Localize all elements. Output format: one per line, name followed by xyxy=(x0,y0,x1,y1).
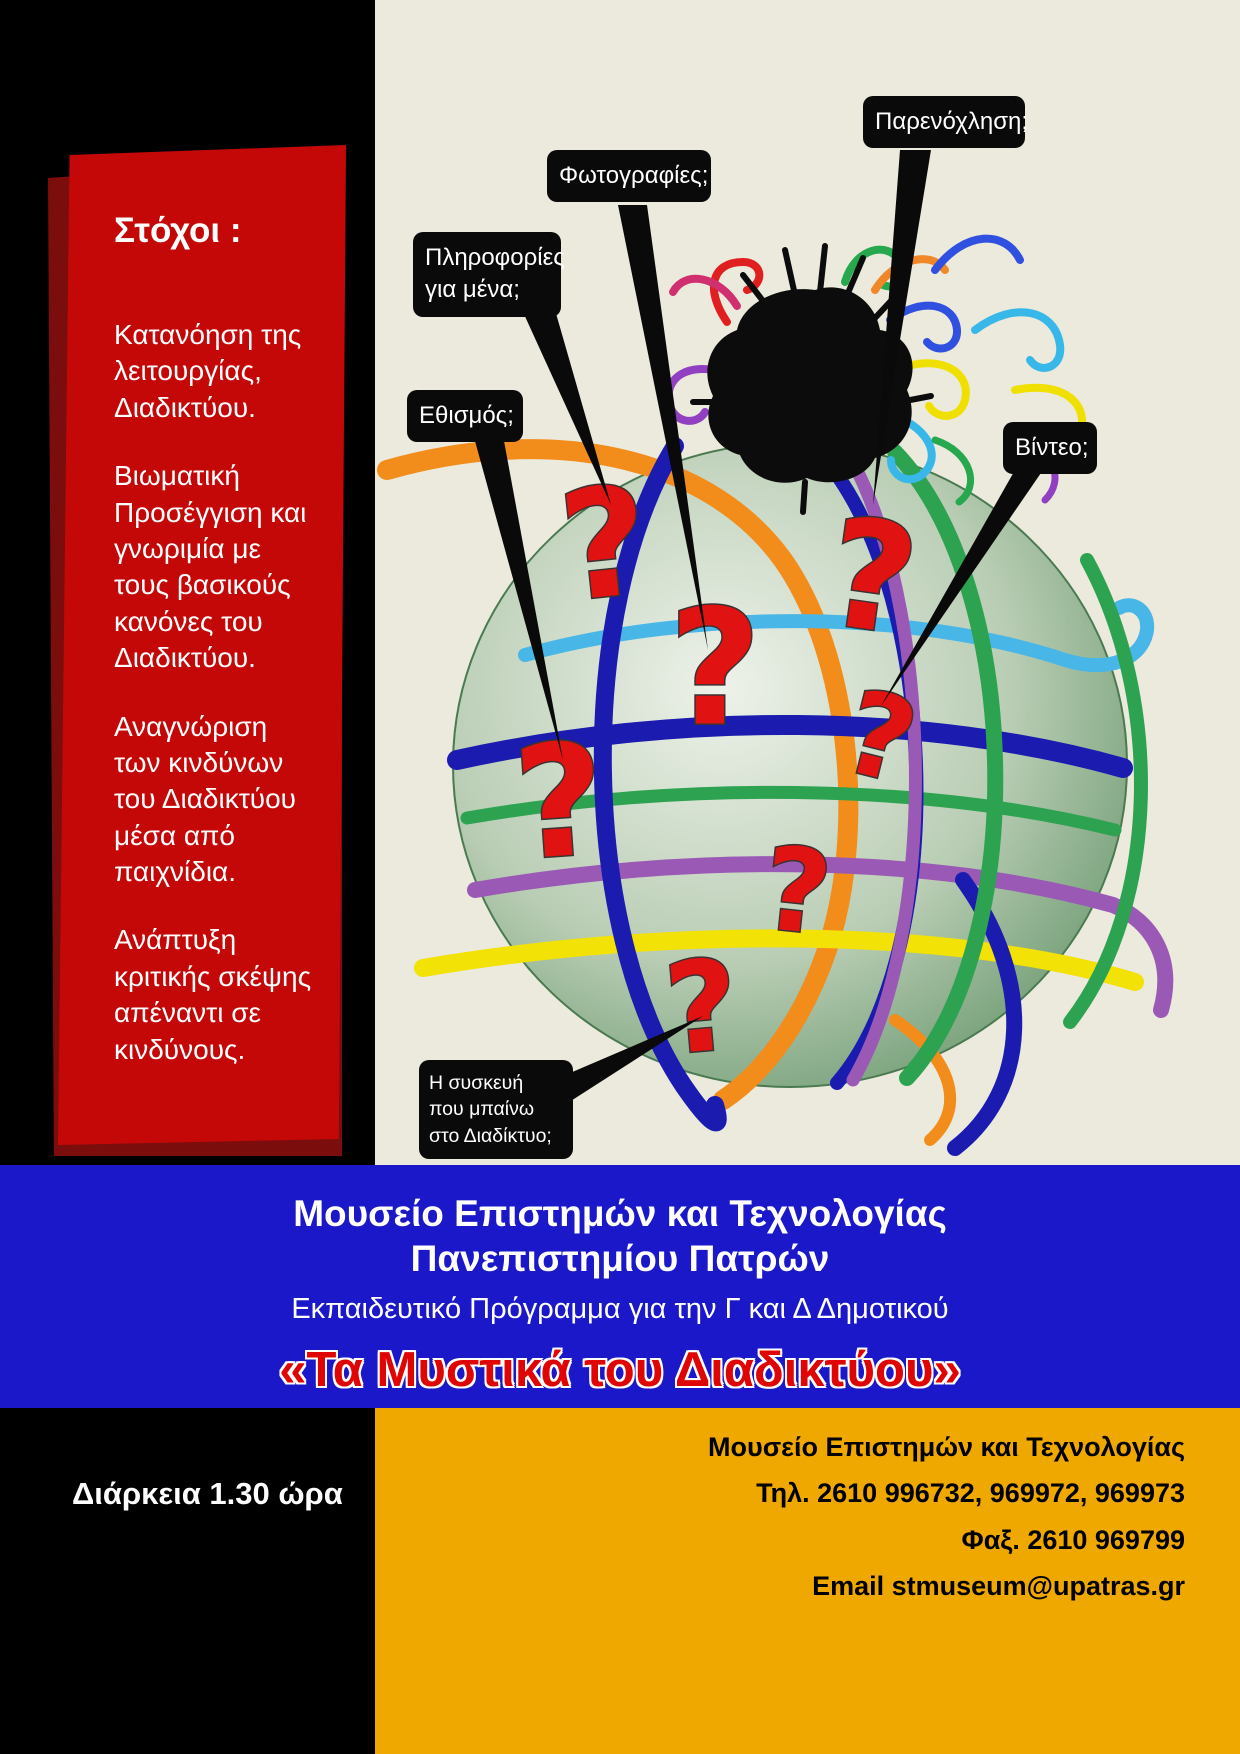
globe-ribbons xyxy=(377,437,1174,1156)
blue-ribbon-horizontal xyxy=(447,714,1133,778)
museum-title-line1: Μουσείο Επιστημών και Τεχνολογίας xyxy=(293,1193,947,1234)
goal-item: Βιωματική Προσέγγιση και γνωριμία με του… xyxy=(114,460,307,674)
harassment-tail xyxy=(873,150,931,505)
info-tail xyxy=(523,296,611,505)
creature-tentacles xyxy=(664,234,1087,506)
blue-band: Μουσείο Επιστημών και Τεχνολογίας Πανεπι… xyxy=(0,1165,1240,1408)
contact-line: Φαξ. 2610 969799 xyxy=(961,1524,1185,1555)
contact-line: Μουσείο Επιστημών και Τεχνολογίας xyxy=(708,1432,1185,1462)
question-mark: ? xyxy=(660,933,745,1084)
photos-tail xyxy=(618,205,708,650)
goals-title: Στόχοι : xyxy=(114,211,242,250)
question-mark: ? xyxy=(757,822,837,962)
goal-item: Ανάπτυξη κριτικής σκέψης απέναντι σε κιν… xyxy=(114,924,312,1065)
program-subtitle: Εκπαιδευτικό Πρόγραμμα για την Γ και Δ Δ… xyxy=(291,1293,949,1326)
globe-illustration: ? ? ? ? ? ? ? xyxy=(377,150,1174,1156)
green-meridian xyxy=(887,444,1004,1086)
green-outer-arc xyxy=(1063,553,1148,1029)
device-tail xyxy=(563,1016,703,1106)
callout-photos: Φωτογραφίες; xyxy=(547,150,711,203)
goal-item: Αναγνώριση των κινδύνων του Διαδικτύου μ… xyxy=(114,710,296,888)
yellow-ribbon xyxy=(414,929,1144,991)
duration-text: Διάρκεια 1.30 ώρα xyxy=(72,1476,343,1511)
museum-title-line2: Πανεπιστημίου Πατρών xyxy=(410,1238,830,1280)
goal-item: Κατανόηση της λειτουργίας, Διαδικτύου. xyxy=(114,319,302,423)
contact-line: Email stmuseum@upatras.gr xyxy=(812,1571,1185,1602)
question-mark: ? xyxy=(509,709,611,896)
footer-contact-panel: Μουσείο Επιστημών και Τεχνολογίας Τηλ. 2… xyxy=(375,1408,1240,1754)
orange-ribbon xyxy=(377,439,859,1110)
creature-body xyxy=(690,243,934,515)
question-mark: ? xyxy=(669,575,762,762)
callout-video: Βίντεο; xyxy=(1003,422,1097,475)
left-black-column: Στόχοι : Κατανόηση της λειτουργίας, Διαδ… xyxy=(0,0,375,1165)
callout-tails xyxy=(475,150,1043,1106)
callout-addiction: Εθισμός; xyxy=(407,390,523,443)
goals-banner: Στόχοι : Κατανόηση της λειτουργίας, Διαδ… xyxy=(58,145,346,1145)
green-ribbon-horizontal xyxy=(460,785,1122,837)
callout-personal-info: Πληροφορίες για μένα; xyxy=(413,232,565,317)
main-title: «Τα Μυστικά του Διαδικτύου» xyxy=(279,1343,961,1398)
callout-device: Η συσκευή που μπαίνω στο Διαδίκτυο; xyxy=(419,1060,573,1159)
footer-duration-panel: Διάρκεια 1.30 ώρα xyxy=(0,1408,375,1754)
video-tail xyxy=(881,470,1043,706)
lightblue-ribbon xyxy=(518,598,1155,673)
purple-meridian xyxy=(838,441,922,1087)
orange-ribbon-tail xyxy=(889,1014,957,1146)
art-area: ? ? ? ? ? ? ? Παρενόχληση; Φωτογραφίες; … xyxy=(375,0,1240,1165)
contact-line: Τηλ. 2610 996732, 969972, 969973 xyxy=(756,1478,1185,1509)
question-mark: ? xyxy=(553,454,658,636)
question-marks: ? ? ? ? ? ? ? xyxy=(507,452,930,1084)
addiction-tail xyxy=(475,441,563,760)
blue-meridian-left xyxy=(593,437,727,1132)
callout-harassment: Παρενόχληση; xyxy=(863,96,1028,149)
